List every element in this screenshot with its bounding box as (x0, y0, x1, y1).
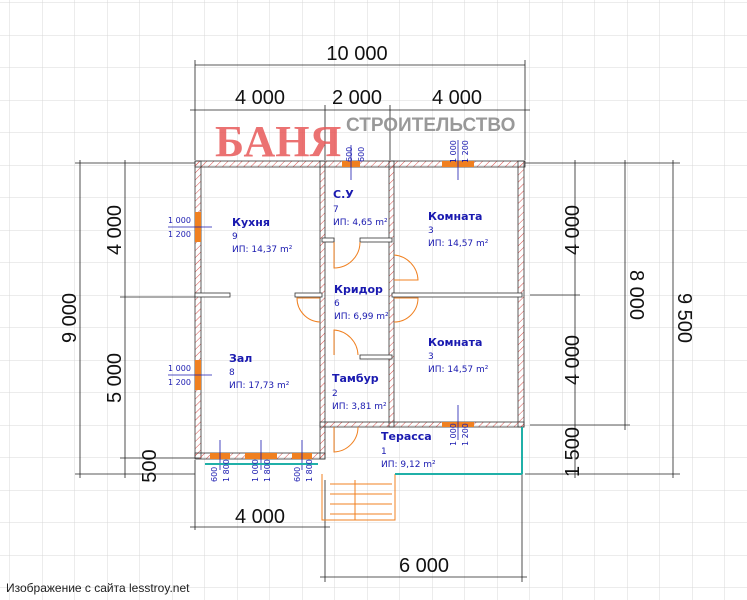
dim-top-1: 4 000 (235, 87, 285, 109)
svg-text:Терасса: Терасса (381, 430, 432, 443)
dim-left-2: 5 000 (104, 353, 126, 403)
dim-right-2: 4 000 (562, 335, 584, 385)
dim-left-3: 500 (139, 449, 161, 482)
svg-text:7: 7 (333, 205, 339, 215)
svg-text:600: 600 (357, 147, 366, 162)
dim-bottom-left: 4 000 (235, 506, 285, 528)
svg-text:1: 1 (381, 447, 387, 457)
logo-part1: БАНЯ (215, 117, 342, 166)
svg-text:1 800: 1 800 (222, 459, 231, 482)
room-bedroom-1: Комната 3ИП: 14,57 m² (428, 210, 489, 249)
svg-text:Тамбур: Тамбур (332, 372, 379, 385)
svg-text:Зал: Зал (229, 352, 252, 365)
svg-text:ИП: 14,57 m²: ИП: 14,57 m² (428, 365, 489, 375)
svg-text:Комната: Комната (428, 210, 482, 223)
logo: БАНЯ СТРОИТЕЛЬСТВО (215, 115, 515, 166)
svg-text:1 200: 1 200 (461, 140, 470, 163)
room-bedroom-2: Комната 3ИП: 14,57 m² (428, 336, 489, 375)
svg-text:1 000: 1 000 (449, 423, 458, 446)
svg-text:Комната: Комната (428, 336, 482, 349)
room-corridor: Кридор 6ИП: 6,99 m² (334, 283, 389, 322)
dim-right-8000: 8 000 (625, 270, 647, 320)
svg-text:ИП: 14,37 m²: ИП: 14,37 m² (232, 245, 293, 255)
dim-bottom-right: 6 000 (399, 555, 449, 577)
svg-text:1 000: 1 000 (168, 216, 191, 225)
svg-text:600: 600 (210, 467, 219, 482)
room-wc: С.У 7ИП: 4,65 m² (333, 188, 388, 228)
dim-top-3: 4 000 (432, 87, 482, 109)
svg-text:1 200: 1 200 (168, 378, 191, 387)
dimension-lines (75, 60, 680, 582)
room-hall: Зал 8ИП: 17,73 m² (229, 352, 290, 391)
svg-text:2: 2 (332, 389, 338, 399)
logo-part2: СТРОИТЕЛЬСТВО (346, 115, 515, 136)
dim-top-total: 10 000 (326, 43, 387, 65)
svg-text:3: 3 (428, 226, 434, 236)
svg-text:ИП: 6,99 m²: ИП: 6,99 m² (334, 312, 389, 322)
svg-text:ИП: 9,12 m²: ИП: 9,12 m² (381, 460, 436, 470)
dim-left-total: 9 000 (59, 293, 81, 343)
svg-text:600: 600 (345, 147, 354, 162)
dim-right-total: 9 500 (673, 293, 695, 343)
svg-text:ИП: 3,81 m²: ИП: 3,81 m² (332, 402, 387, 412)
dim-top-2: 2 000 (332, 87, 382, 109)
svg-text:ИП: 17,73 m²: ИП: 17,73 m² (229, 381, 290, 391)
svg-text:Кухня: Кухня (232, 216, 270, 229)
svg-text:600: 600 (293, 467, 302, 482)
svg-text:1 000: 1 000 (168, 364, 191, 373)
room-vestibule: Тамбур 2ИП: 3,81 m² (332, 372, 387, 412)
svg-text:ИП: 4,65 m²: ИП: 4,65 m² (333, 218, 388, 228)
doors (296, 241, 419, 521)
svg-text:1 000: 1 000 (251, 459, 260, 482)
svg-text:ИП: 14,57 m²: ИП: 14,57 m² (428, 239, 489, 249)
svg-text:9: 9 (232, 232, 238, 242)
svg-text:С.У: С.У (333, 188, 354, 201)
svg-text:Кридор: Кридор (334, 283, 383, 296)
svg-text:8: 8 (229, 368, 235, 378)
room-terrace: Терасса 1ИП: 9,12 m² (381, 430, 436, 470)
dim-right-3: 1 500 (562, 427, 584, 477)
room-kitchen: Кухня 9ИП: 14,37 m² (232, 216, 293, 255)
dimension-labels: 10 000 4 000 2 000 4 000 9 000 4 000 5 0… (59, 43, 695, 577)
dim-left-1: 4 000 (104, 205, 126, 255)
svg-text:6: 6 (334, 299, 340, 309)
svg-text:1 800: 1 800 (305, 459, 314, 482)
svg-text:1 200: 1 200 (461, 423, 470, 446)
terrace-rail (205, 427, 523, 475)
source-credit: Изображение с сайта lesstroy.net (6, 581, 190, 595)
svg-text:3: 3 (428, 352, 434, 362)
svg-text:1 200: 1 200 (168, 230, 191, 239)
svg-text:1 000: 1 000 (449, 140, 458, 163)
svg-text:1 800: 1 800 (263, 459, 272, 482)
dim-right-1: 4 000 (562, 205, 584, 255)
